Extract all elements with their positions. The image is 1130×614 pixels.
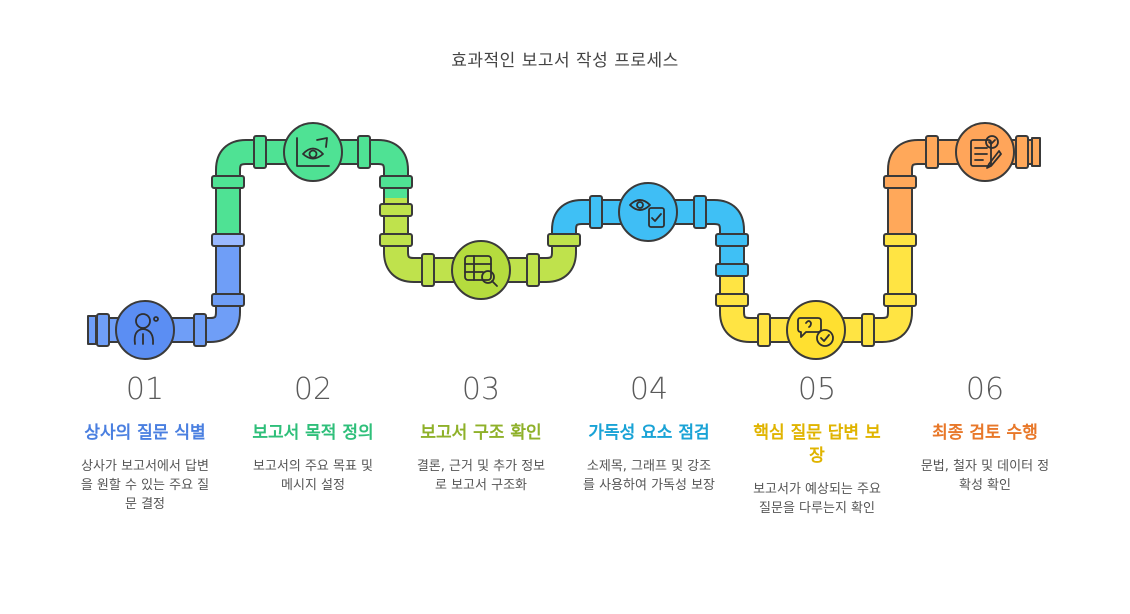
step-number: 02 <box>293 372 333 407</box>
step-title: 가독성 요소 점검 <box>588 423 710 443</box>
step-number: 06 <box>965 372 1005 407</box>
diagram-title: 효과적인 보고서 작성 프로세스 <box>451 51 679 71</box>
step-node <box>618 182 678 242</box>
step-title: 핵심 질문 답변 보장 <box>753 423 881 466</box>
checklist-pen-icon <box>970 135 1002 169</box>
step-node <box>451 240 511 300</box>
step-description: 보고서의 주요 목표 및 메시지 설정 <box>252 459 374 493</box>
step-node <box>283 122 343 182</box>
step-title: 최종 검토 수행 <box>932 423 1038 443</box>
step-number: 04 <box>629 372 669 407</box>
chart-eye-icon <box>296 137 330 167</box>
step-node <box>955 122 1015 182</box>
person-thinking-icon <box>133 313 159 345</box>
step-number: 01 <box>125 372 165 407</box>
step-title: 보고서 구조 확인 <box>420 423 542 443</box>
step-description: 상사가 보고서에서 답변을 원할 수 있는 주요 질문 결정 <box>80 459 210 512</box>
table-search-icon <box>464 255 498 287</box>
step-description: 보고서가 예상되는 주요 질문을 다루는지 확인 <box>753 482 881 516</box>
step-node <box>786 300 846 360</box>
step-description: 문법, 철자 및 데이터 정확성 확인 <box>920 459 1050 493</box>
chat-check-icon <box>797 317 834 347</box>
step-number: 05 <box>797 372 837 407</box>
step-description: 소제목, 그래프 및 강조를 사용하여 가독성 보장 <box>583 459 715 493</box>
step-description: 결론, 근거 및 추가 정보로 보고서 구조화 <box>416 459 546 493</box>
eye-clipboard-icon <box>629 199 665 228</box>
step-number: 03 <box>461 372 501 407</box>
step-title: 보고서 목적 정의 <box>252 423 374 443</box>
step-title: 상사의 질문 식별 <box>84 423 206 443</box>
